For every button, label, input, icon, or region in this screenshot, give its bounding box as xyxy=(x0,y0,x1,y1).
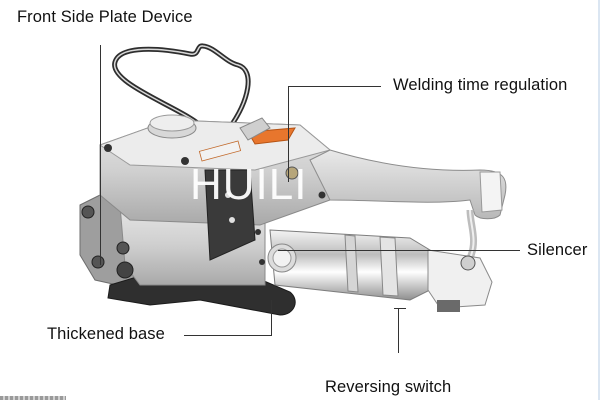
leader-line-thickened-base-v xyxy=(271,300,272,336)
leader-line-silencer xyxy=(278,250,520,251)
label-thickened-base: Thickened base xyxy=(47,325,165,343)
leader-line-reversing-switch-tick xyxy=(394,308,406,309)
label-reversing-switch: Reversing switch xyxy=(325,378,452,396)
leader-line-front-side-plate xyxy=(100,45,101,265)
leader-line-thickened-base-h xyxy=(184,335,272,336)
label-silencer: Silencer xyxy=(527,241,588,259)
label-front-side-plate-device: Front Side Plate Device xyxy=(17,8,193,26)
label-welding-time-regulation: Welding time regulation xyxy=(393,76,568,94)
leader-line-welding-time-v xyxy=(288,86,289,182)
brand-watermark: HUILI xyxy=(190,160,308,209)
leader-line-welding-time-h xyxy=(288,86,381,87)
leader-line-reversing-switch xyxy=(398,308,399,353)
bottom-edge-artifact xyxy=(0,396,66,400)
